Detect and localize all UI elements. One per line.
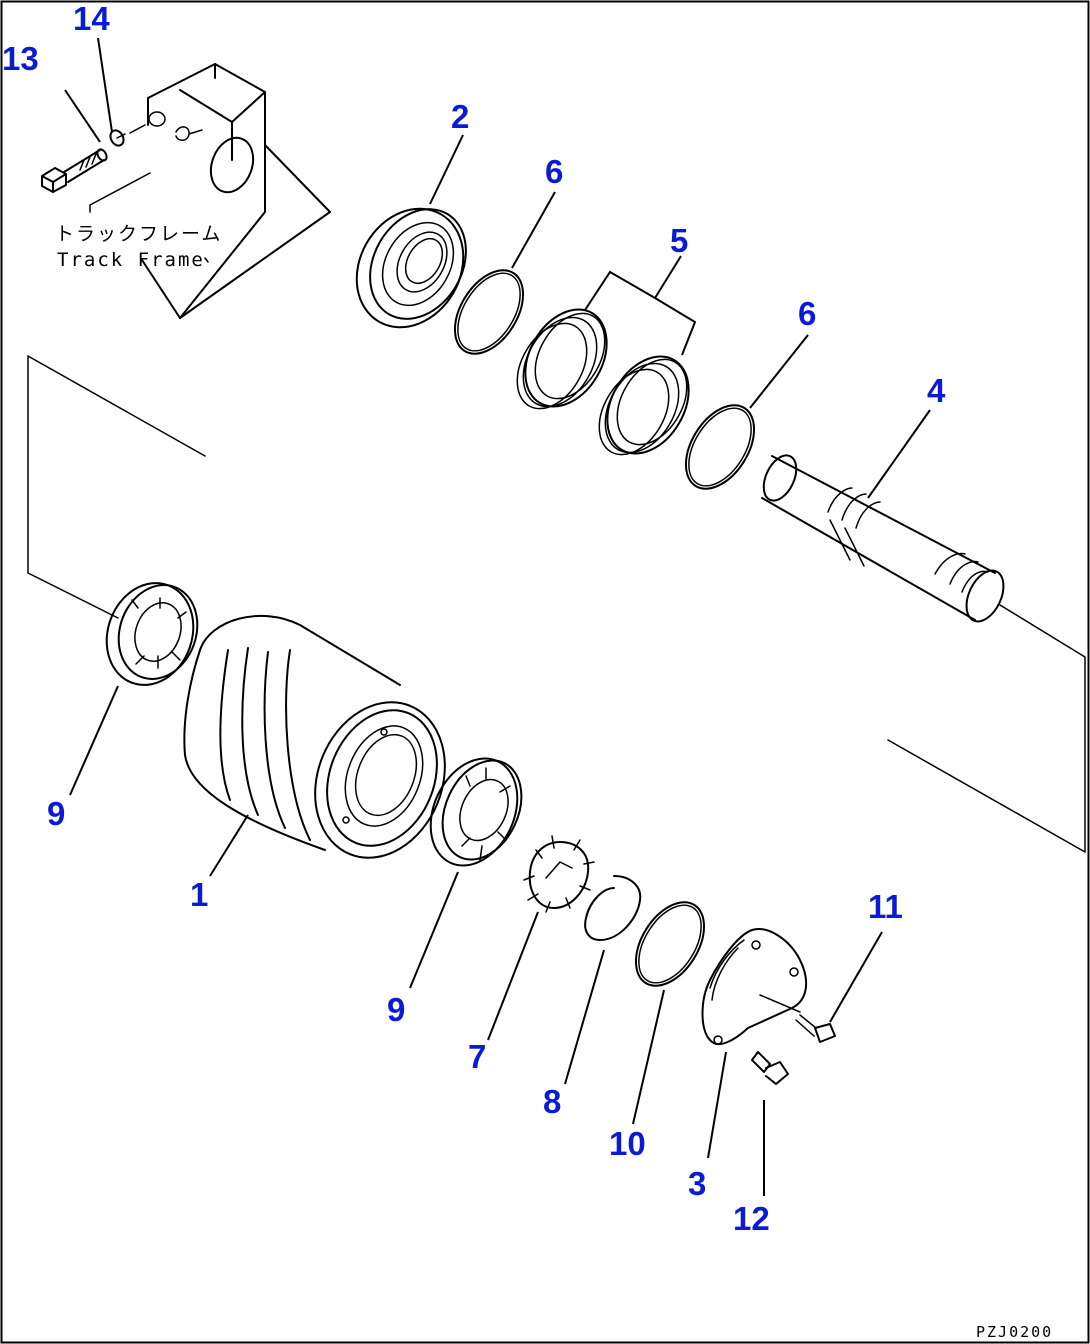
callout-9a: 9 — [47, 795, 65, 832]
bolt-12 — [751, 1051, 789, 1085]
callout-7: 7 — [468, 1038, 486, 1075]
reference-lines — [27, 355, 1086, 853]
track-frame-label-jp: トラックフレーム — [55, 223, 222, 245]
washer-14 — [109, 129, 126, 147]
bearing-9a — [105, 582, 199, 686]
callout-12: 12 — [733, 1200, 770, 1237]
callout-14: 14 — [73, 0, 110, 37]
floating-seal-5 — [516, 308, 690, 456]
snap-ring-8 — [584, 875, 642, 941]
part-2 — [355, 207, 467, 329]
leader-4 — [867, 409, 931, 499]
roller-1 — [183, 614, 446, 859]
callouts: 13 14 2 6 5 6 4 9 1 9 7 8 10 3 11 12 — [2, 0, 946, 1237]
callout-3: 3 — [688, 1165, 706, 1202]
callout-8: 8 — [543, 1083, 561, 1120]
callout-1: 1 — [190, 876, 208, 913]
track-frame-leader — [89, 172, 151, 213]
callout-9b: 9 — [387, 991, 405, 1028]
callout-11: 11 — [868, 888, 903, 925]
bolt-13 — [41, 148, 108, 193]
o-ring-10 — [634, 901, 706, 987]
callout-4: 4 — [927, 372, 946, 409]
o-ring-6a — [453, 269, 525, 355]
callout-5: 5 — [670, 222, 688, 259]
track-frame-label-en: Track Frame — [57, 249, 205, 271]
leader-5-bracket — [584, 270, 697, 356]
drawing-code: PZJ0200 — [976, 1323, 1053, 1341]
callout-13: 13 — [2, 40, 39, 77]
callout-6a: 6 — [545, 153, 563, 190]
track-frame — [141, 63, 331, 319]
bolt-axis-line — [129, 124, 146, 134]
track-frame-leader-2 — [204, 257, 209, 263]
cover-3 — [701, 928, 808, 1046]
leader-lines — [64, 37, 883, 1196]
bolt-11 — [795, 1014, 836, 1043]
bearing-9b — [429, 757, 523, 867]
leader-5 — [654, 255, 682, 299]
callout-10: 10 — [609, 1125, 646, 1162]
shaft-4 — [761, 454, 1005, 623]
callout-2: 2 — [451, 98, 469, 135]
nut-7 — [523, 835, 595, 913]
callout-6b: 6 — [798, 295, 816, 332]
o-ring-6b — [684, 404, 756, 490]
